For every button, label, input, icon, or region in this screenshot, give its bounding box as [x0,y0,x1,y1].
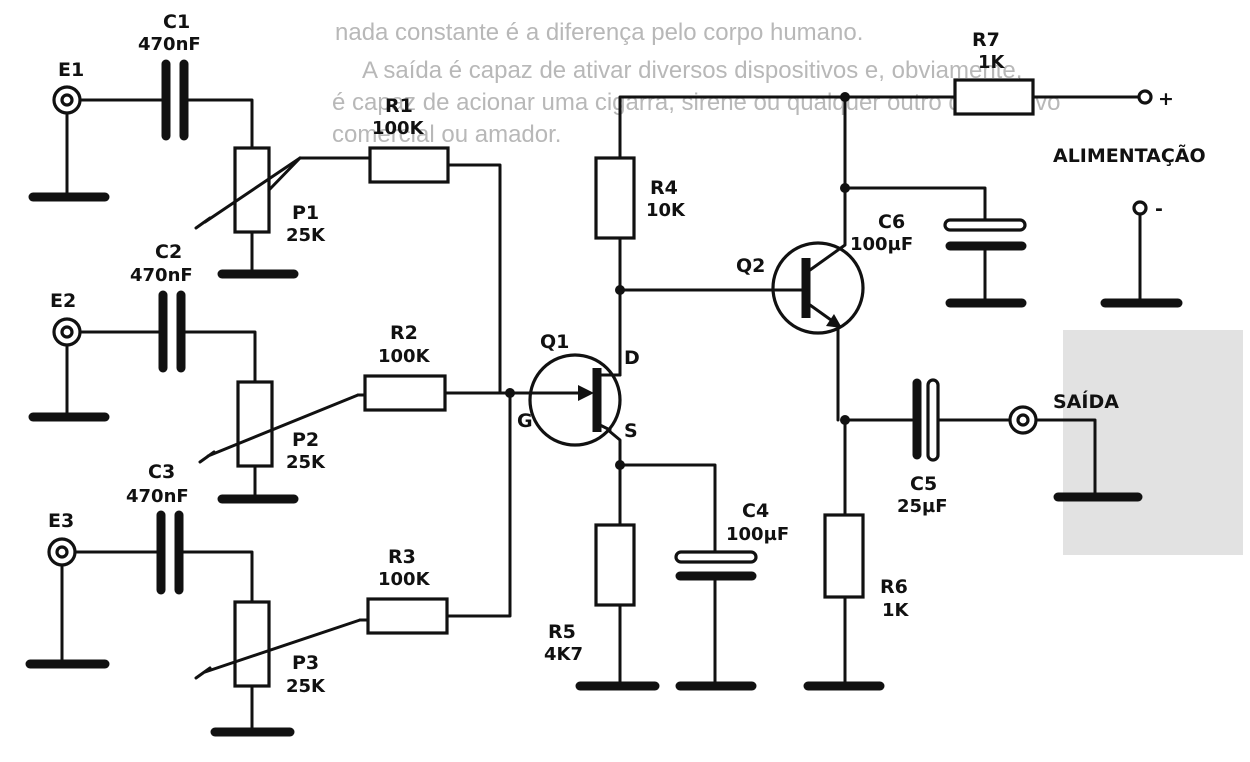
input-e1 [28,59,502,395]
label-c3-value: 470nF [126,486,189,507]
label-q1-gate: G [517,410,533,432]
label-p3-value: 25K [286,676,326,697]
terminal-plus-icon [1137,89,1153,105]
label-r7-value: 1K [978,52,1006,73]
label-c1-value: 470nF [138,34,201,55]
label-p2-name: P2 [292,429,319,451]
background-text: nada constante é a diferença pelo corpo … [332,19,1060,148]
label-q1: Q1 [540,331,569,353]
label-r4-value: 10K [646,200,686,221]
label-p1-value: 25K [286,225,326,246]
q2-stage [771,78,1183,691]
labels: E1 E2 E3 C1 470nF C2 470nF C3 470nF C4 1… [48,11,1206,697]
label-r6-value: 1K [882,600,910,621]
label-p3-name: P3 [292,652,319,674]
background-text-line2: A saída é capaz de ativar diversos dispo… [362,57,1022,84]
label-r5-name: R5 [548,621,576,643]
label-e1: E1 [58,59,84,81]
label-r6-name: R6 [880,576,908,598]
label-c4-name: C4 [742,500,769,522]
label-r1-name: R1 [385,95,413,117]
resistor-r4 [594,156,636,240]
resistor-r7 [953,78,1035,116]
background-text-line1: nada constante é a diferença pelo corpo … [335,19,863,46]
halftone-photo-bleed [1063,330,1243,555]
resistor-r5 [594,523,636,607]
label-r3-value: 100K [378,569,431,590]
label-c2-value: 470nF [130,265,193,286]
label-c4-value: 100µF [726,524,789,545]
q1-stage [508,92,1142,691]
label-p2-value: 25K [286,452,326,473]
input-e2 [28,290,512,504]
label-c1-name: C1 [163,11,190,33]
label-r7-name: R7 [972,29,1000,51]
label-e2: E2 [50,290,76,312]
label-r1-value: 100K [372,118,425,139]
input-e3 [25,391,512,737]
resistor-r6 [823,513,865,599]
label-c2-name: C2 [155,241,182,263]
label-q2: Q2 [736,255,765,277]
label-c5-name: C5 [910,473,937,495]
label-output: SAÍDA [1053,390,1119,413]
label-p1-name: P1 [292,202,319,224]
transistor-q2-icon [771,241,865,335]
terminal-minus-icon [1132,200,1148,216]
label-c3-name: C3 [148,461,175,483]
label-c6-name: C6 [878,211,905,233]
label-power-plus: + [1158,88,1174,110]
label-power-minus: - [1155,198,1163,220]
label-r5-value: 4K7 [544,644,583,665]
label-r2-name: R2 [390,322,418,344]
potentiometer-p2 [236,380,274,468]
label-q1-drain: D [624,347,640,369]
label-e3: E3 [48,510,74,532]
label-c6-value: 100µF [850,234,913,255]
potentiometer-p3 [233,600,271,688]
resistor-r2 [363,374,447,412]
label-c5-value: 25µF [897,496,948,517]
arrow-icon [826,314,842,328]
label-r4-name: R4 [650,177,678,199]
resistor-r3 [366,597,449,635]
background-text-line3: é capaz de acionar uma cigarra, sirene o… [332,89,1060,116]
label-r2-value: 100K [378,346,431,367]
label-r3-name: R3 [388,546,416,568]
transistor-q1-icon [528,353,622,447]
background-text-line4: comercial ou amador. [332,121,561,148]
arrow-icon [578,385,594,401]
label-q1-source: S [624,420,638,442]
label-power: ALIMENTAÇÃO [1053,143,1206,167]
resistor-r1 [368,146,450,184]
